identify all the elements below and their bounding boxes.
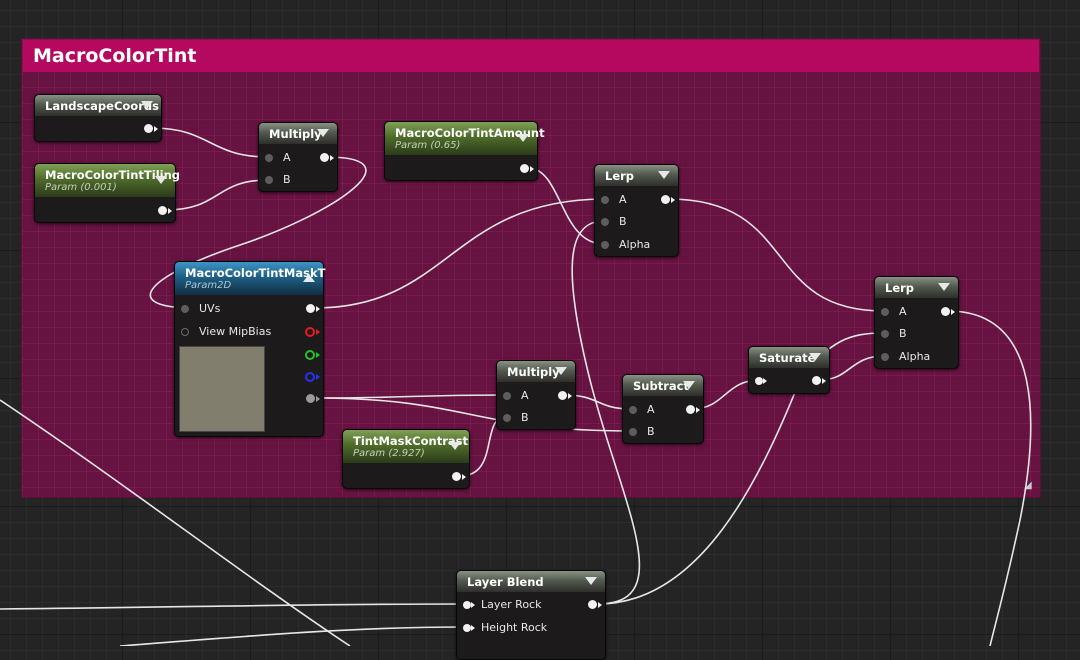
input-pin-mipbias[interactable] [181, 328, 189, 336]
chevron-down-icon[interactable] [938, 283, 950, 291]
input-pin-layer-rock[interactable] [463, 601, 475, 609]
node-subtitle: Param (2.927) [353, 448, 425, 459]
output-pin[interactable] [686, 405, 700, 414]
chevron-down-icon[interactable] [555, 367, 567, 375]
output-pin[interactable] [452, 472, 466, 481]
node-title: TintMaskContrast [353, 434, 468, 448]
pin-label: A [521, 389, 529, 402]
chevron-down-icon[interactable] [317, 129, 329, 137]
chevron-down-icon[interactable] [449, 442, 461, 450]
pin-label: Layer Rock [481, 598, 542, 611]
wire-offscreen-to-height-rock [119, 626, 467, 646]
node-landscape-coords[interactable]: LandscapeCoords [34, 94, 162, 142]
input-pin-a[interactable] [601, 196, 609, 204]
input-pin-a[interactable] [881, 308, 889, 316]
input-pin-height-rock[interactable] [463, 624, 475, 632]
output-pin-r[interactable] [305, 327, 320, 337]
output-pin[interactable] [941, 307, 955, 316]
input-pin-b[interactable] [503, 414, 511, 422]
input-pin-a[interactable] [265, 154, 273, 162]
output-pin-a[interactable] [306, 394, 320, 403]
output-pin[interactable] [144, 124, 158, 133]
pin-label: B [521, 411, 529, 424]
input-pin-a[interactable] [629, 406, 637, 414]
pin-label: Alpha [899, 350, 931, 363]
node-subtract[interactable]: Subtract A B [622, 374, 704, 444]
node-subtitle: Param (0.001) [45, 182, 117, 193]
node-lerp-2[interactable]: Lerp A B Alpha [874, 276, 959, 369]
pin-label: A [283, 151, 291, 164]
chevron-down-icon[interactable] [809, 353, 821, 361]
node-title: Multiply [269, 127, 322, 141]
node-multiply-2[interactable]: Multiply A B [496, 360, 576, 430]
node-title: Layer Blend [467, 575, 544, 589]
output-pin[interactable] [812, 376, 826, 385]
output-pin-rgb[interactable] [306, 304, 320, 313]
output-pin-g[interactable] [305, 350, 320, 360]
output-pin[interactable] [588, 600, 602, 609]
input-pin-alpha[interactable] [881, 353, 889, 361]
resize-handle-icon[interactable]: ◢ [1024, 480, 1032, 491]
node-saturate[interactable]: Saturate [748, 346, 830, 394]
node-title: Saturate [759, 351, 816, 365]
chevron-down-icon[interactable] [141, 101, 153, 109]
pin-label: Alpha [619, 238, 651, 251]
pin-label: B [647, 425, 655, 438]
chevron-down-icon[interactable] [517, 134, 529, 142]
pin-label: Height Rock [481, 621, 548, 634]
chevron-down-icon[interactable] [658, 171, 670, 179]
pin-label: A [619, 193, 627, 206]
comment-title[interactable]: MacroColorTint [23, 40, 1039, 72]
pin-label: A [899, 305, 907, 318]
node-title: MacroColorTintAmount [395, 126, 545, 140]
wire-offscreen-to-layer-rock [0, 603, 467, 610]
input-pin-a[interactable] [503, 392, 511, 400]
node-title: Lerp [885, 281, 915, 295]
output-pin-b[interactable] [305, 372, 320, 382]
pin-label: View MipBias [199, 325, 272, 338]
node-title: LandscapeCoords [45, 99, 159, 113]
input-pin-b[interactable] [881, 330, 889, 338]
input-pin-alpha[interactable] [601, 241, 609, 249]
output-pin[interactable] [558, 391, 572, 400]
node-multiply-1[interactable]: Multiply A B [258, 122, 338, 192]
chevron-down-icon[interactable] [155, 176, 167, 184]
pin-label: B [619, 215, 627, 228]
input-pin[interactable] [755, 377, 767, 385]
input-pin-uvs[interactable] [181, 305, 189, 313]
pin-label: UVs [199, 302, 221, 315]
node-title: Lerp [605, 169, 635, 183]
node-subtitle: Param2D [185, 280, 232, 291]
input-pin-b[interactable] [601, 218, 609, 226]
input-pin-b[interactable] [265, 176, 273, 184]
node-lerp-1[interactable]: Lerp A B Alpha [594, 164, 679, 257]
input-pin-b[interactable] [629, 428, 637, 436]
chevron-down-icon[interactable] [585, 577, 597, 585]
pin-label: A [647, 403, 655, 416]
chevron-up-icon[interactable] [303, 274, 315, 282]
node-layer-blend[interactable]: Layer Blend Layer Rock Height Rock [456, 570, 606, 660]
chevron-down-icon[interactable] [683, 381, 695, 389]
output-pin[interactable] [320, 153, 334, 162]
pin-label: B [899, 327, 907, 340]
output-pin[interactable] [158, 206, 172, 215]
pin-label: B [283, 173, 291, 186]
output-pin[interactable] [661, 195, 675, 204]
node-title: Multiply [507, 365, 560, 379]
node-title: Subtract [633, 379, 689, 393]
node-title: MacroColorTintTiling [45, 168, 181, 182]
texture-preview [179, 346, 265, 432]
node-subtitle: Param (0.65) [395, 140, 461, 151]
output-pin[interactable] [520, 164, 534, 173]
